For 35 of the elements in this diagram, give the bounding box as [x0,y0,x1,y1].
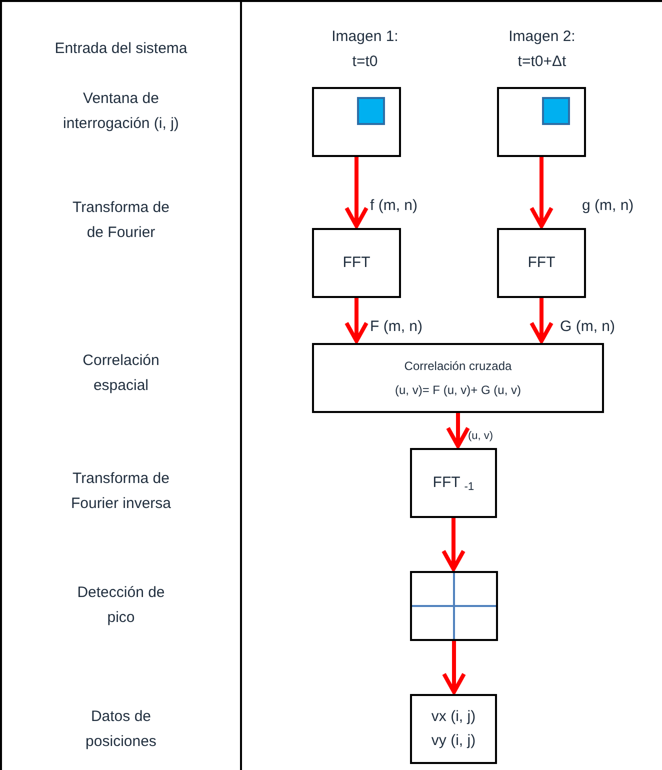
node-text: FFT [528,253,556,273]
process-box [410,448,497,518]
arrow [530,298,554,343]
process-box [312,343,604,413]
process-box [497,228,586,298]
row-label: Transforma de de Fourier [72,198,170,243]
edge-label: (u, v) [468,429,494,444]
row-label: Datos de posiciones [84,707,158,752]
node-text: vy (i, j) [431,731,476,751]
row-label: Imagen 2: t=t0+Δt [508,27,576,72]
edge-label: g (m, n) [582,196,634,216]
window-box [497,87,586,157]
row-label: Entrada del sistema [54,39,188,59]
row-label: Ventana de interrogación (i, j) [62,89,180,134]
node-text: vx (i, j) [431,707,476,727]
arrow [446,413,470,448]
arrow [442,518,466,571]
row-label: Imagen 1: t=t0 [330,27,400,72]
arrow [344,298,368,343]
window-box [312,87,401,157]
edge-label: F (m, n) [370,317,422,337]
arrow [344,157,368,228]
row-label: Transforma de Fourier inversa [70,469,172,514]
row-label: Correlación espacial [82,351,160,396]
arrow [442,641,466,694]
arrow [530,157,554,228]
process-box [410,694,497,764]
node-text: Correlación cruzada [404,358,512,375]
node-text: (u, v)= F (u, v)+ G (u, v) [394,382,522,399]
edge-label: G (m, n) [560,317,615,337]
node-text: FFT [342,253,370,273]
row-label: Detección de pico [76,583,166,628]
edge-label: f (m, n) [370,196,418,216]
process-box [312,228,401,298]
node-text: FFT $_{-1}$ [432,473,474,495]
